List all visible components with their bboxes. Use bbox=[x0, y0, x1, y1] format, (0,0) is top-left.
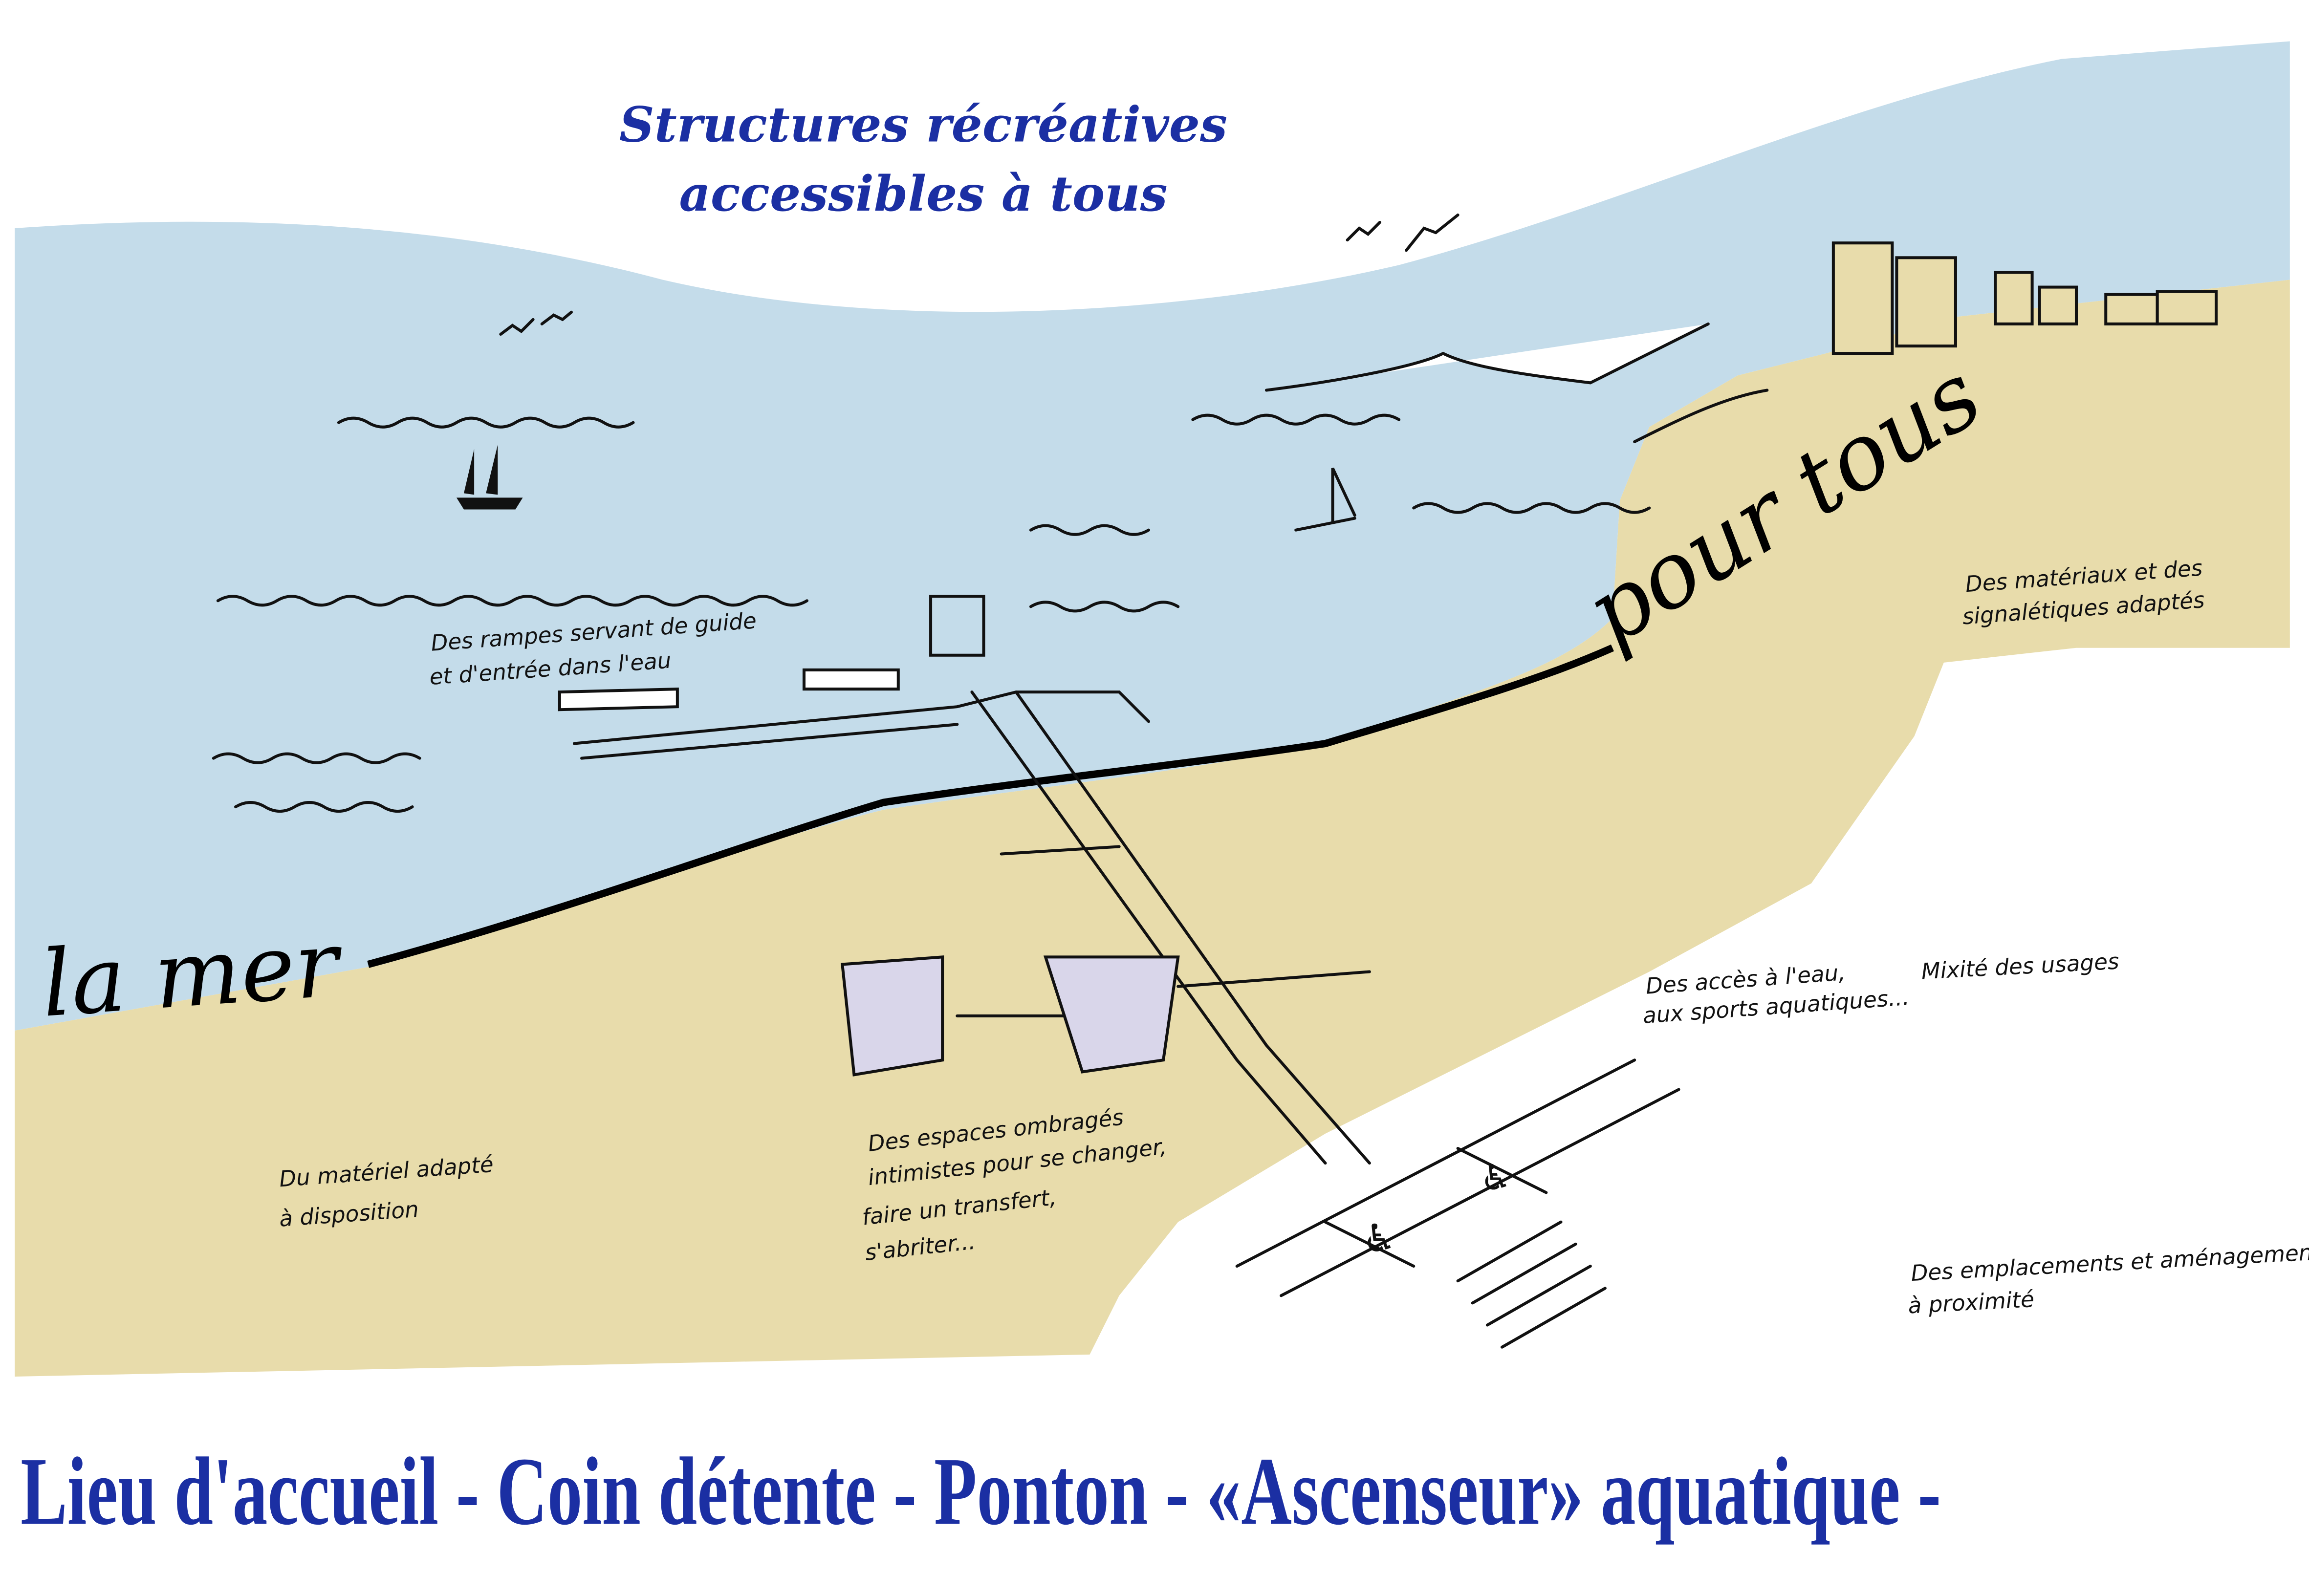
wheelchair-icon: ♿ ♿ bbox=[1362, 1157, 1512, 1261]
sea-area bbox=[15, 41, 2290, 1031]
distant-city bbox=[1831, 241, 2218, 355]
parking-area bbox=[1235, 1058, 1680, 1349]
title-line-1: Structures récréatives bbox=[619, 96, 1227, 153]
svg-text:♿: ♿ bbox=[1362, 1216, 1396, 1261]
birds-icon bbox=[499, 213, 1459, 336]
waves bbox=[212, 413, 1651, 813]
beach-sand-area bbox=[15, 280, 2290, 1377]
ponton-structures bbox=[558, 595, 1371, 1165]
small-sailboat-icon bbox=[1294, 467, 1356, 532]
sailboat-icon bbox=[456, 444, 523, 510]
svg-text:♿: ♿ bbox=[1480, 1157, 1512, 1198]
slogan-la-mer: la mer bbox=[38, 911, 347, 1038]
bottom-banner: Lieu d'accueil - Coin détente - Ponton -… bbox=[21, 1438, 1941, 1545]
shoreline-line bbox=[367, 644, 1614, 968]
coastal-rocks bbox=[1264, 322, 1769, 443]
title-line-2: accessibles à tous bbox=[679, 166, 1168, 222]
changing-cabins bbox=[840, 955, 1180, 1077]
